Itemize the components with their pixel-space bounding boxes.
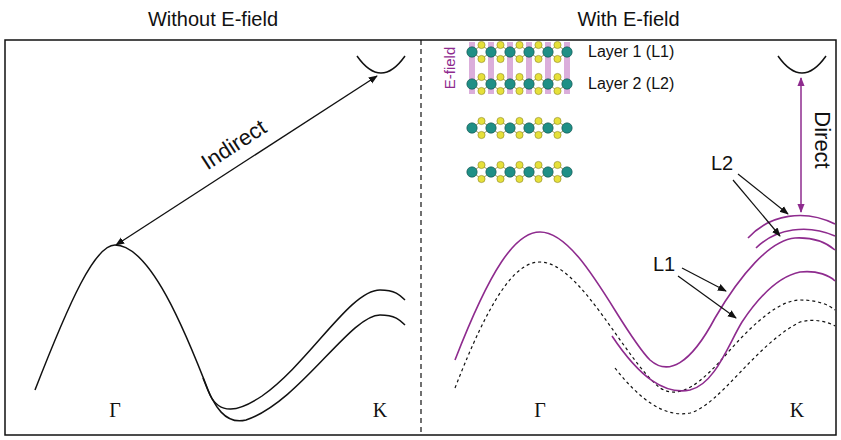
field-label: E-field	[442, 47, 457, 90]
panel-title: With E-field	[421, 8, 836, 31]
panel-frame	[5, 40, 836, 435]
k-point-label: Γ	[534, 400, 546, 420]
field-split-bands	[455, 216, 835, 391]
gap-label: Direct	[811, 111, 833, 168]
k-point-label: Γ	[109, 400, 121, 420]
conduction-band	[357, 56, 405, 73]
mos2-layer	[467, 41, 572, 62]
k-point-label: K	[790, 400, 804, 420]
unperturbed-bands	[455, 262, 835, 414]
leader-arrows	[678, 174, 788, 318]
layer-label: Layer 2 (L2)	[588, 76, 674, 92]
panel-divider	[420, 40, 421, 435]
panel: Without E-field	[5, 40, 421, 435]
panel: With E-field	[421, 40, 836, 435]
k-point-label: K	[373, 400, 387, 420]
indirect-gap-arrow	[116, 76, 377, 245]
layer-inset	[467, 41, 572, 182]
mos2-layer	[467, 161, 572, 182]
mos2-layer	[467, 117, 572, 138]
conduction-band	[778, 56, 826, 73]
layer-band-label: L2	[711, 153, 733, 173]
direct-gap-arrow	[800, 78, 802, 212]
valence-bands	[35, 245, 405, 421]
layer-band-label: L1	[653, 254, 675, 274]
layer-label: Layer 1 (L1)	[588, 44, 674, 60]
mos2-layer	[467, 73, 572, 94]
gap-label: Indirect	[198, 116, 270, 174]
panel-title: Without E-field	[5, 8, 421, 31]
